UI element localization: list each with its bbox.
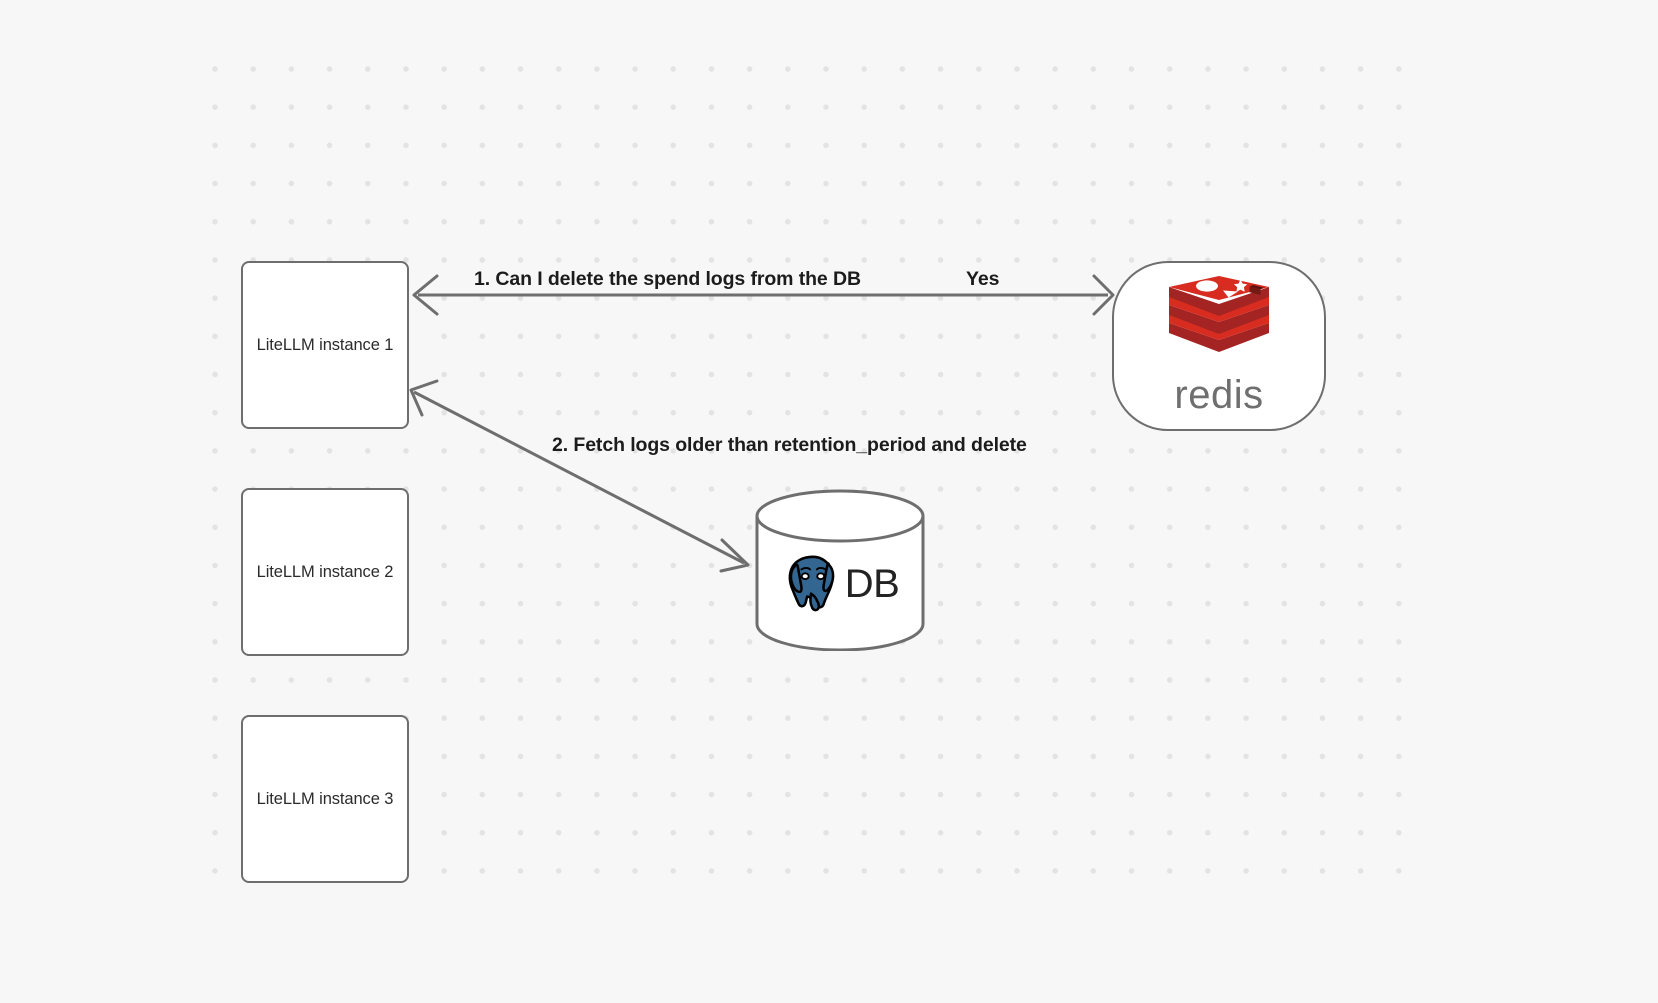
arrowhead-upleft-edge2 — [409, 379, 439, 417]
redis-wordmark: redis — [1174, 372, 1264, 417]
redis-logo-icon — [1165, 274, 1273, 371]
edge-label-step-2: 2. Fetch logs older than retention_perio… — [552, 434, 1027, 456]
node-litellm-instance-2-label: LiteLLM instance 2 — [256, 562, 394, 581]
node-litellm-instance-1[interactable]: LiteLLM instance 1 — [241, 261, 409, 429]
db-label: DB — [844, 562, 900, 606]
node-redis[interactable]: redis — [1112, 261, 1326, 431]
edge-litellm1-to-db — [409, 379, 750, 573]
arrowhead-left-edge1 — [412, 274, 439, 316]
node-litellm-instance-2[interactable]: LiteLLM instance 2 — [241, 488, 409, 656]
arrowhead-downright-edge2 — [719, 538, 750, 573]
node-litellm-instance-3[interactable]: LiteLLM instance 3 — [241, 715, 409, 883]
arrowhead-right-edge1 — [1092, 274, 1115, 316]
cylinder-shape — [755, 489, 925, 651]
edge-label-step-1: 1. Can I delete the spend logs from the … — [474, 268, 861, 290]
postgresql-elephant-icon — [781, 551, 843, 618]
node-litellm-instance-1-label: LiteLLM instance 1 — [256, 335, 394, 354]
node-database[interactable]: DB — [754, 489, 926, 651]
edge-label-step-1-reply: Yes — [966, 268, 1000, 290]
node-litellm-instance-3-label: LiteLLM instance 3 — [256, 789, 394, 808]
